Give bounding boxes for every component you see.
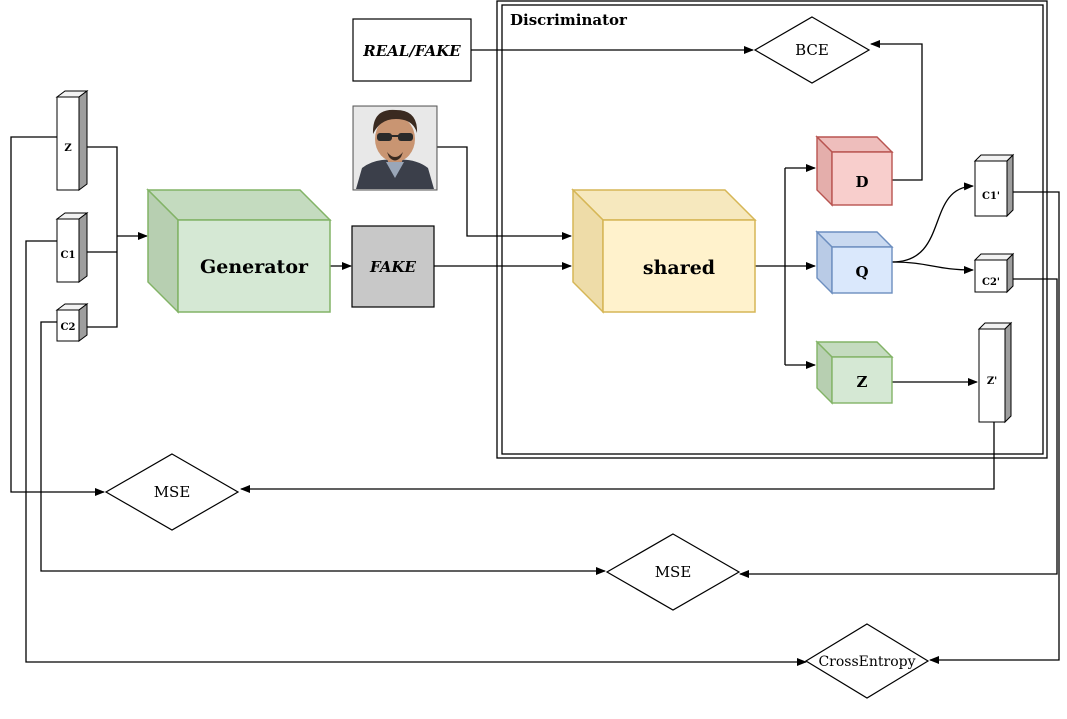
latent-c2-vector: C2 — [55, 303, 89, 342]
mse-c2-loss-label: MSE — [655, 563, 692, 581]
real-fake-label: REAL/FAKE — [362, 42, 461, 60]
output-c2p-label: C2' — [982, 277, 1000, 288]
cross-entropy-loss-diamond: CrossEntropy — [804, 623, 930, 699]
portrait-photo-icon — [352, 105, 438, 191]
mse-c2-loss-diamond: MSE — [605, 533, 741, 611]
latent-z-label: Z — [64, 143, 71, 154]
latent-c1-vector: C1 — [55, 212, 89, 283]
q-head-block: Q — [815, 230, 894, 295]
output-c1p-vector: C1' — [973, 153, 1015, 218]
z-head-label: Z — [857, 373, 868, 391]
connectors — [10, 40, 1060, 666]
z-head-block: Z — [815, 340, 894, 405]
d-head-label: D — [855, 173, 868, 191]
fake-box: FAKE — [351, 225, 435, 308]
latent-c1-label: C1 — [61, 250, 76, 261]
cross-entropy-loss-label: CrossEntropy — [818, 654, 915, 670]
generator-block: Generator — [146, 188, 332, 314]
output-zp-vector: Z' — [977, 321, 1013, 424]
latent-z-vector: Z — [55, 90, 89, 191]
mse-z-loss-diamond: MSE — [104, 453, 240, 531]
bce-loss-diamond: BCE — [753, 16, 871, 84]
output-c2p-vector: C2' — [973, 252, 1015, 294]
mse-z-loss-label: MSE — [154, 483, 191, 501]
discriminator-frame: Discriminator — [496, 0, 1048, 459]
real-fake-box: REAL/FAKE — [352, 18, 472, 82]
output-c1p-label: C1' — [982, 191, 1000, 202]
fake-label: FAKE — [369, 258, 416, 276]
q-head-label: Q — [855, 263, 868, 281]
latent-c2-label: C2 — [61, 322, 76, 333]
shared-label: shared — [643, 257, 715, 279]
generator-label: Generator — [200, 256, 309, 278]
output-zp-label: Z' — [987, 376, 997, 387]
bce-loss-label: BCE — [795, 41, 829, 59]
discriminator-title: Discriminator — [510, 11, 628, 29]
d-head-block: D — [815, 135, 894, 207]
shared-block: shared — [571, 188, 757, 314]
